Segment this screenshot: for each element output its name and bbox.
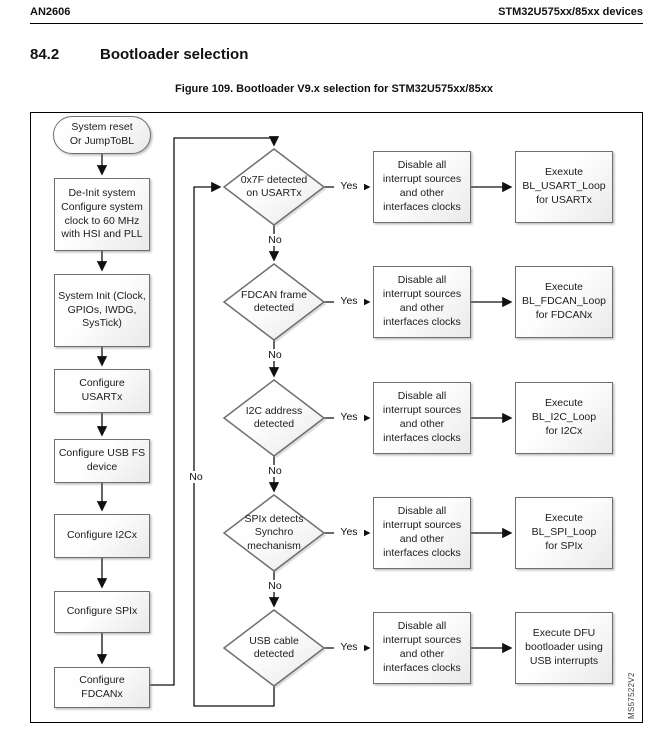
process-system-init: System Init (Clock, GPIOs, IWDG, SysTick…: [54, 274, 150, 347]
decision-usart-detect: 0x7F detected on USARTx: [240, 173, 308, 199]
process-configure-usb: Configure USB FS device: [54, 439, 150, 483]
process-execute-dfu: Execute DFU bootloader using USB interru…: [515, 612, 613, 684]
yes-label: Yes: [334, 295, 364, 307]
yes-label: Yes: [334, 180, 364, 192]
process-deinit-system: De-Init system Configure system clock to…: [54, 178, 150, 251]
start-terminator: System reset Or JumpToBL: [53, 116, 151, 154]
loopback-no-label: No: [182, 471, 210, 483]
process-configure-spi: Configure SPIx: [54, 591, 150, 633]
device-name: STM32U575xx/85xx devices: [498, 6, 643, 18]
process-configure-usart: Configure USARTx: [54, 369, 150, 413]
decision-fdcan-detect: FDCAN frame detected: [241, 288, 307, 314]
no-label: No: [262, 580, 288, 592]
figure-caption: Figure 109. Bootloader V9.x selection fo…: [175, 83, 493, 95]
process-disable-interrupts: Disable all interrupt sources and other …: [373, 266, 471, 338]
process-execute-spi-loop: Execute BL_SPI_Loop for SPIx: [515, 497, 613, 569]
process-configure-fdcan: Configure FDCANx: [54, 667, 150, 708]
process-disable-interrupts: Disable all interrupt sources and other …: [373, 151, 471, 223]
header-rule: [30, 23, 643, 24]
yes-label: Yes: [334, 411, 364, 423]
section-number: 84.2: [30, 46, 60, 63]
document-id: AN2606: [30, 6, 71, 18]
figure-watermark: MS57522V2: [627, 672, 636, 719]
process-execute-usart-loop: Exexute BL_USART_Loop for USARTx: [515, 151, 613, 223]
decision-spi-detect: SPIx detects Synchro mechanism: [244, 512, 304, 552]
decision-i2c-detect: I2C address detected: [245, 404, 303, 430]
section-title: Bootloader selection: [100, 46, 249, 63]
no-label: No: [262, 465, 288, 477]
no-label: No: [262, 234, 288, 246]
yes-label: Yes: [334, 526, 364, 538]
process-disable-interrupts: Disable all interrupt sources and other …: [373, 612, 471, 684]
process-execute-fdcan-loop: Execute BL_FDCAN_Loop for FDCANx: [515, 266, 613, 338]
figure-frame: System reset Or JumpToBL De-Init system …: [30, 112, 643, 723]
no-label: No: [262, 349, 288, 361]
process-configure-i2c: Configure I2Cx: [54, 514, 150, 558]
process-disable-interrupts: Disable all interrupt sources and other …: [373, 382, 471, 454]
process-execute-i2c-loop: Execute BL_I2C_Loop for I2Cx: [515, 382, 613, 454]
process-disable-interrupts: Disable all interrupt sources and other …: [373, 497, 471, 569]
decision-usb-detect: USB cable detected: [249, 634, 299, 660]
yes-label: Yes: [334, 641, 364, 653]
